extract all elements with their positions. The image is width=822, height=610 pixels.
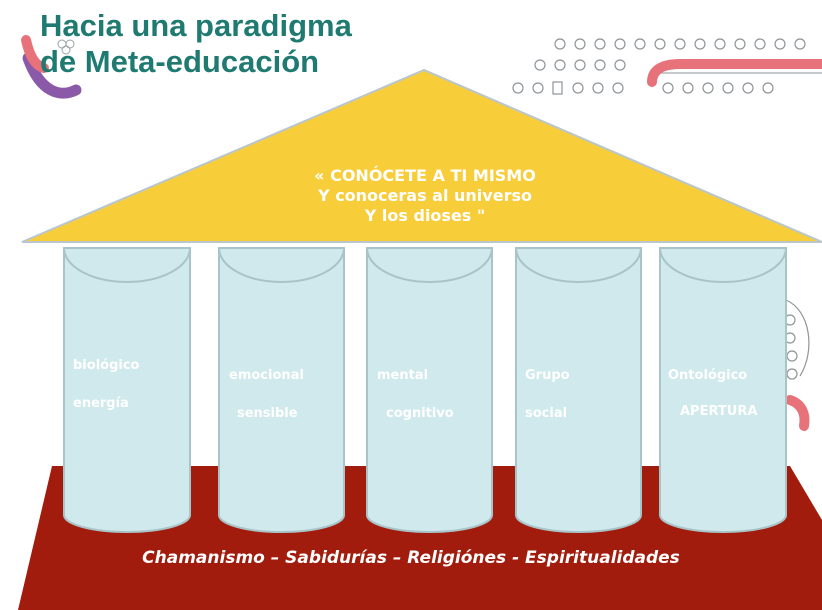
column-1 bbox=[63, 247, 191, 533]
decor-pattern-right bbox=[784, 299, 810, 380]
column-2 bbox=[218, 247, 345, 533]
title-line-2: de Meta-educación bbox=[40, 44, 320, 79]
column-1-label-2: energía bbox=[73, 396, 129, 411]
column-3-label-1: mental bbox=[377, 368, 429, 383]
title-line-1: Hacia una paradigma bbox=[40, 8, 352, 43]
decor-pattern-top-right bbox=[512, 38, 806, 95]
decor-flower-icon bbox=[57, 39, 75, 55]
column-4-label-2: social bbox=[525, 406, 568, 421]
column-5 bbox=[659, 247, 787, 533]
column-5-label-1: Ontológico bbox=[668, 368, 748, 383]
roof-quote: « CONÓCETE A TI MISMO Y conoceras al uni… bbox=[200, 166, 650, 226]
column-5-label-2: APERTURA bbox=[680, 404, 758, 419]
decor-swoosh-left bbox=[22, 52, 82, 99]
column-3-label-2: cognitivo bbox=[386, 406, 454, 421]
column-4-label-1: Grupo bbox=[525, 368, 570, 383]
column-2-label-2: sensible bbox=[237, 406, 298, 421]
base-caption: Chamanismo – Sabidurías – Religiónes - E… bbox=[142, 548, 680, 568]
page-title: Hacia una paradigma de Meta-educación bbox=[40, 8, 352, 80]
roof-line-3: Y los dioses " bbox=[364, 206, 486, 225]
roof-line-2: Y conoceras al universo bbox=[318, 186, 532, 205]
column-4 bbox=[515, 247, 642, 533]
column-3 bbox=[366, 247, 493, 533]
temple-roof bbox=[21, 68, 822, 243]
decor-pink-right bbox=[785, 395, 810, 431]
decor-pink-arc bbox=[647, 59, 822, 87]
column-1-label-1: biológico bbox=[73, 358, 140, 373]
roof-line-1: « CONÓCETE A TI MISMO bbox=[314, 166, 536, 185]
columns bbox=[63, 247, 787, 533]
decor-swoosh-left-pink bbox=[21, 35, 49, 73]
column-2-label-1: emocional bbox=[229, 368, 304, 383]
